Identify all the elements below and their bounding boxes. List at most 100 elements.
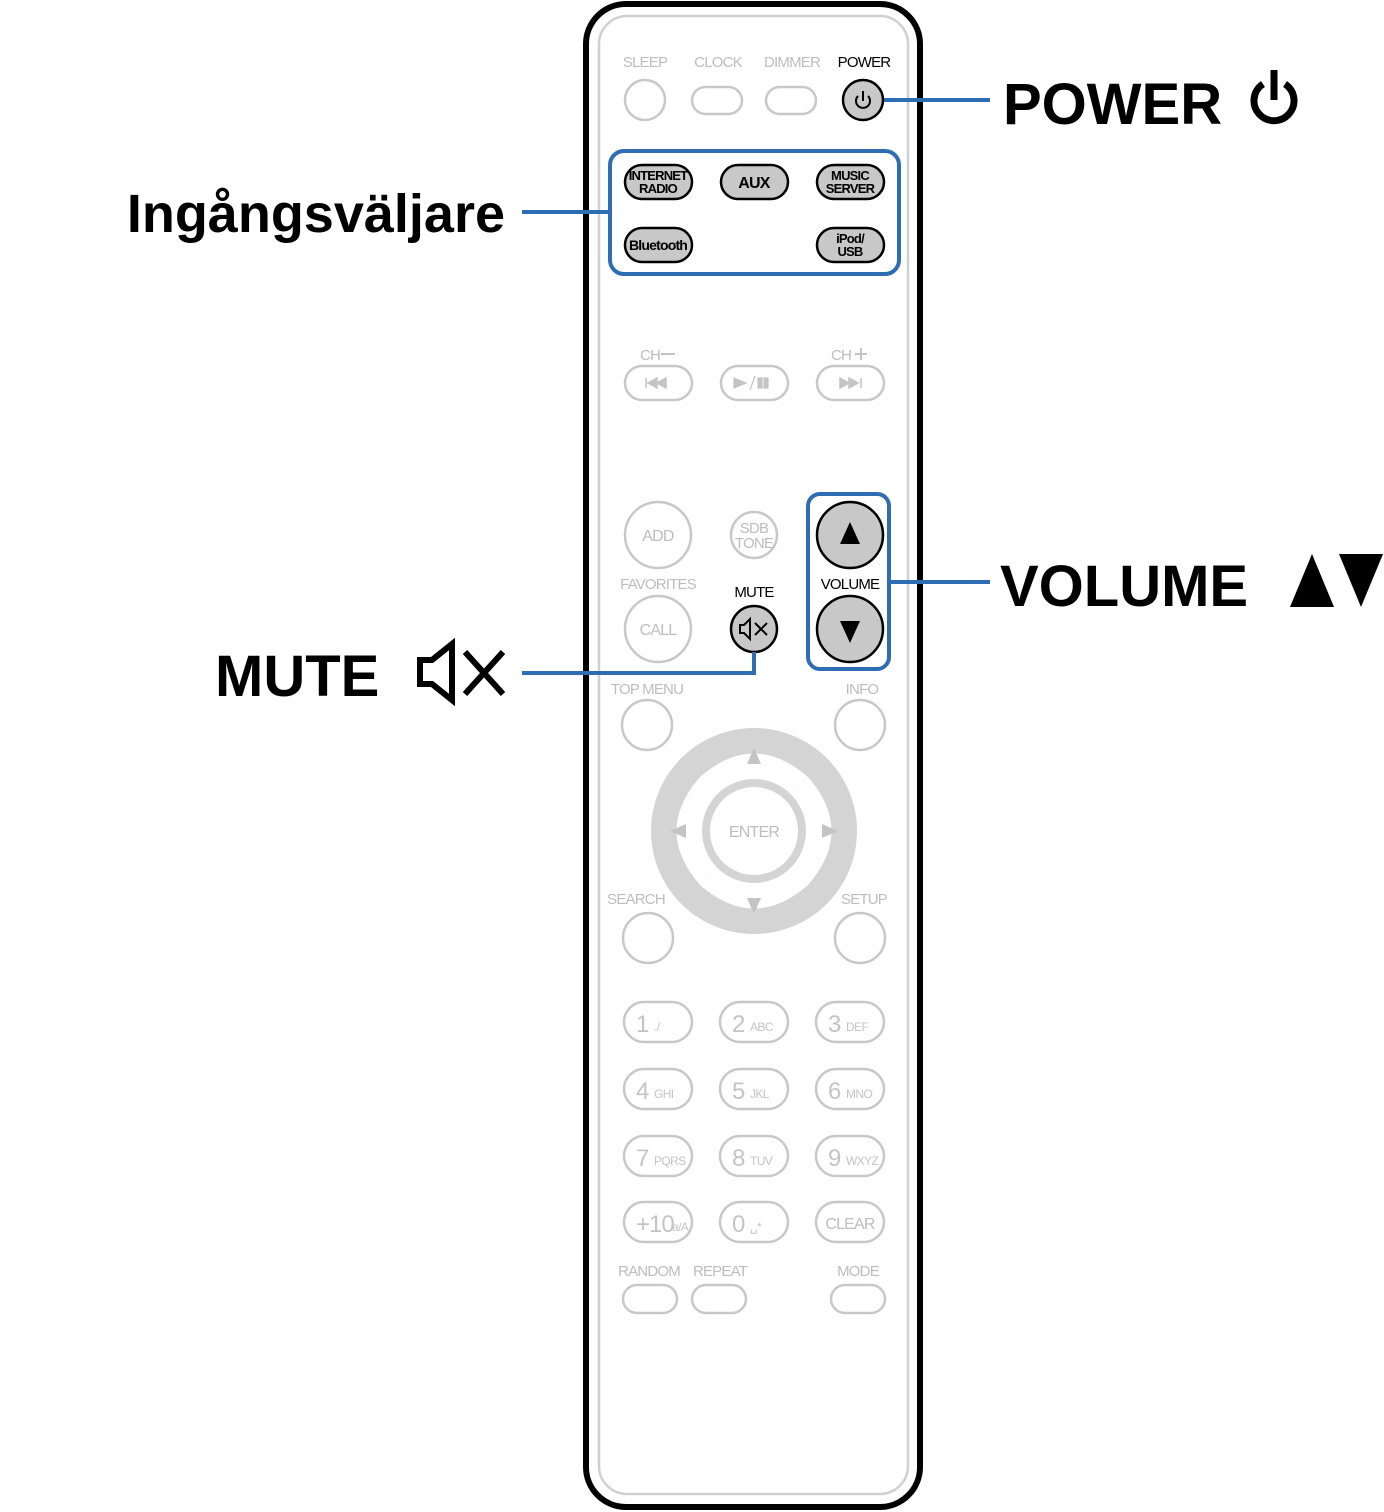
mute-icon	[739, 616, 768, 642]
ch-minus-label: CH	[640, 347, 660, 364]
mode-button[interactable]	[829, 1283, 887, 1315]
call-button[interactable]	[623, 594, 693, 664]
mute-callout: MUTE	[215, 644, 379, 709]
numpad-key[interactable]	[814, 1200, 886, 1244]
numpad-key[interactable]	[718, 1000, 790, 1044]
sleep-label: SLEEP	[623, 54, 668, 71]
numpad-key-letters: TUV	[750, 1154, 773, 1168]
volume-label: VOLUME	[821, 576, 880, 593]
internet-radio-label-1: INTERNET	[629, 168, 688, 183]
repeat-button[interactable]	[690, 1283, 748, 1315]
ipod-usb-label-1: iPod/	[836, 231, 865, 246]
random-button[interactable]	[621, 1283, 679, 1315]
ch-plus-label: CH	[831, 347, 851, 364]
numpad-key-letters: PQRS	[654, 1154, 686, 1168]
numpad-key-letters: WXYZ	[846, 1154, 879, 1168]
numpad-key[interactable]	[718, 1134, 790, 1178]
random-label: RANDOM	[618, 1263, 680, 1280]
play-pause-icon	[733, 375, 769, 391]
numpad-key[interactable]	[814, 1000, 886, 1044]
enter-button[interactable]	[710, 787, 798, 875]
numpad-key-number: 0	[732, 1211, 745, 1238]
mute-button[interactable]	[729, 604, 779, 654]
setup-button[interactable]	[833, 911, 887, 965]
numpad-key-letters: ABC	[750, 1020, 774, 1034]
bluetooth-button[interactable]	[623, 226, 694, 264]
internet-radio-label-2: RADIO	[639, 181, 678, 196]
numpad-key-letters: DEF	[846, 1020, 868, 1034]
search-button[interactable]	[621, 911, 675, 965]
info-button[interactable]	[833, 698, 887, 752]
sdb-tone-button[interactable]	[729, 510, 779, 560]
skip-back-icon	[645, 376, 667, 390]
mute-icon-large	[417, 637, 506, 707]
numpad-key[interactable]	[718, 1067, 790, 1111]
numpad-key-number: 1	[636, 1011, 649, 1038]
music-server-label-2: SERVER	[826, 181, 876, 196]
plus-icon	[855, 348, 867, 360]
aux-label: AUX	[738, 175, 771, 192]
numpad-key[interactable]	[622, 1134, 694, 1178]
skip-forward-icon	[839, 376, 862, 390]
triangle-up-icon	[840, 522, 860, 544]
numpad-key-number: 9	[828, 1145, 841, 1172]
favorites-label: FAVORITES	[620, 576, 697, 593]
numpad-key-letters: a/A	[672, 1220, 689, 1234]
numpad-key-number: 3	[828, 1011, 841, 1038]
ipod-usb-button[interactable]	[815, 226, 886, 264]
setup-label: SETUP	[841, 891, 888, 908]
numpad-key-letters: MNO	[846, 1087, 872, 1101]
numpad-key[interactable]	[622, 1000, 694, 1044]
clock-label: CLOCK	[694, 54, 742, 71]
triangle-down-icon	[840, 621, 860, 643]
dimmer-button[interactable]	[764, 85, 818, 116]
mute-label: MUTE	[734, 584, 774, 601]
numpad-key-letters: GHI	[654, 1087, 674, 1101]
enter-label: ENTER	[729, 824, 779, 841]
dimmer-label: DIMMER	[764, 54, 821, 71]
input-selector-callout: Ingångsväljare	[127, 184, 505, 244]
aux-button[interactable]	[719, 163, 790, 201]
power-label: POWER	[838, 54, 892, 71]
mute-callout-line	[522, 652, 756, 675]
numpad-key-letters: ./	[654, 1020, 661, 1034]
call-label: CALL	[640, 622, 678, 639]
clock-button[interactable]	[690, 85, 744, 116]
remote-inner-outline	[597, 14, 910, 1496]
top-menu-label: TOP MENU	[611, 681, 683, 698]
search-label: SEARCH	[607, 891, 665, 908]
numpad-key-number: CLEAR	[825, 1216, 875, 1233]
sleep-button[interactable]	[623, 78, 667, 122]
numpad-key-number: 6	[828, 1078, 841, 1105]
ipod-usb-label-2: USB	[837, 244, 862, 259]
numpad-key-number: 4	[636, 1078, 649, 1105]
top-menu-button[interactable]	[620, 698, 674, 752]
volume-callout: VOLUME	[1000, 554, 1248, 619]
numpad-key-letters: JKL	[750, 1087, 770, 1101]
mode-label: MODE	[837, 1263, 880, 1280]
numpad-key[interactable]	[622, 1200, 694, 1244]
numpad-key-number: 8	[732, 1145, 745, 1172]
numpad-key[interactable]	[622, 1067, 694, 1111]
numpad-key[interactable]	[718, 1200, 790, 1244]
tone-label: TONE	[735, 535, 774, 552]
numpad-key-letters: ␣*	[750, 1220, 762, 1234]
music-server-label-1: MUSIC	[831, 168, 870, 183]
music-server-button[interactable]	[815, 163, 886, 201]
numpad-key[interactable]	[814, 1134, 886, 1178]
add-label: ADD	[642, 528, 674, 545]
repeat-label: REPEAT	[693, 1263, 748, 1280]
numpad-key-number: +10	[636, 1211, 674, 1238]
power-icon	[855, 91, 871, 109]
numpad-key-number: 2	[732, 1011, 745, 1038]
bluetooth-label: Bluetooth	[629, 237, 687, 253]
numpad-key-number: 5	[732, 1078, 745, 1105]
numpad-key[interactable]	[814, 1067, 886, 1111]
add-button[interactable]	[623, 500, 693, 570]
play-pause-button[interactable]	[719, 364, 790, 402]
info-label: INFO	[846, 681, 879, 698]
sdb-label: SDB	[740, 520, 769, 537]
internet-radio-button[interactable]	[623, 163, 694, 201]
